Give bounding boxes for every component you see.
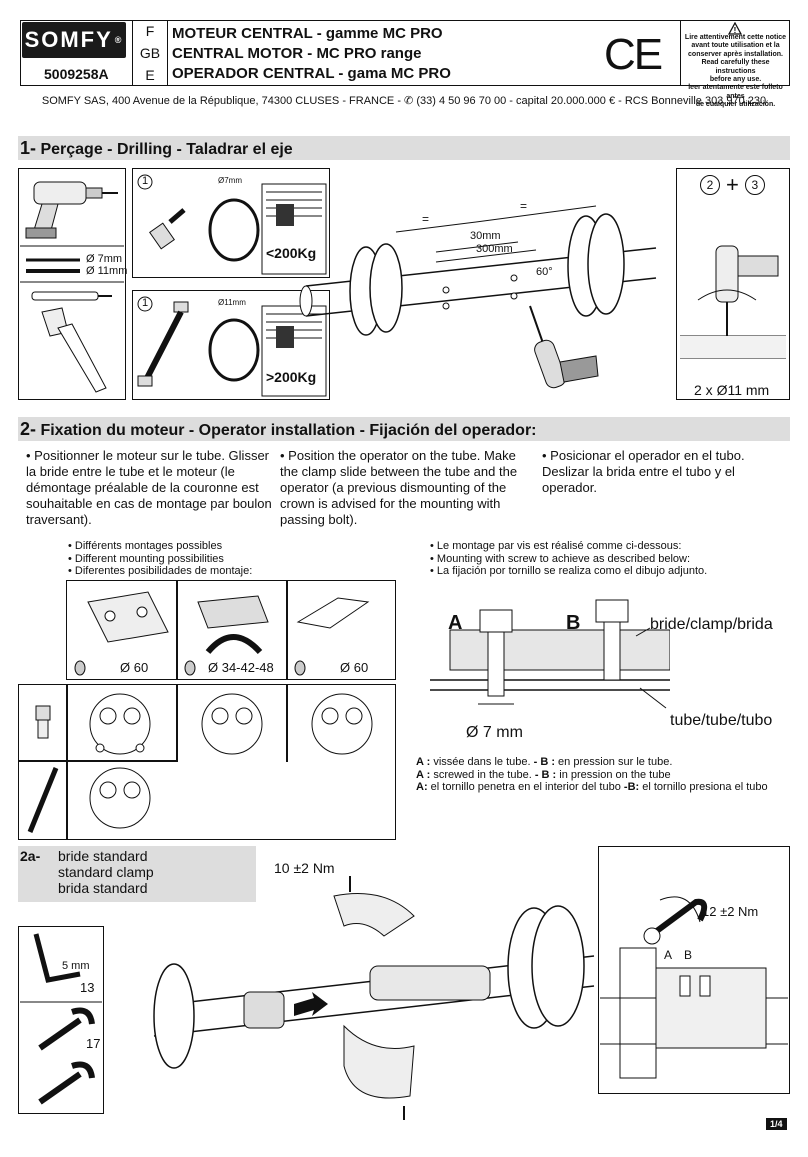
lower-clamp-panel — [132, 290, 330, 400]
screw-diameter: Ø 7 mm — [466, 724, 523, 741]
clamp-types-grid — [66, 580, 396, 680]
step-2-badge: 2 — [700, 175, 720, 195]
svg-text:!: ! — [734, 26, 737, 35]
section2a-heading — [18, 846, 256, 902]
bolt-ring-illustration — [137, 296, 327, 397]
ring-11mm-label: Ø11mm — [218, 298, 246, 307]
step-1-upper: 1 — [142, 175, 149, 187]
holes-panel — [676, 168, 790, 400]
title-en: CENTRAL MOTOR - MC PRO range — [172, 45, 422, 62]
load-over-200kg: >200Kg — [266, 369, 317, 385]
lang-e: E — [145, 67, 155, 83]
detail-label-a: A — [664, 948, 673, 962]
instruction-es: Posicionar el operador en el tubo. Desli… — [542, 448, 772, 496]
wrench-13: 13 — [80, 980, 95, 995]
label-b: B — [566, 612, 581, 634]
title-es: OPERADOR CENTRAL - gama MC PRO — [172, 65, 451, 82]
diameter-60-a: Ø 60 — [120, 660, 149, 675]
screw-notes: A : vissée dans le tube. - B : en pressi… — [416, 756, 796, 794]
equal-mark-left: = — [422, 212, 430, 226]
note-en: A : screwed in the tube. - B : in pressi… — [416, 768, 671, 781]
motor-mount-grid — [18, 684, 396, 840]
lang-f: F — [145, 23, 155, 39]
torque-12nm: 12 ±2 Nm — [702, 904, 759, 919]
dimension-300mm: 300mm — [476, 243, 513, 255]
tube-label: tube/tube/tubo — [670, 712, 773, 729]
clamp-types-illustration — [74, 591, 370, 676]
language-codes: F GB E — [132, 20, 168, 86]
section1-heading: 1- Perçage - Drilling - Taladrar el eje — [18, 136, 790, 160]
diameter-34-42-48: Ø 34-42-48 — [208, 660, 274, 675]
note-fr: A : vissée dans le tube. - B : en pressi… — [416, 756, 673, 768]
wrench-illustration — [20, 933, 102, 1105]
detail-panel — [598, 846, 790, 1094]
ring-7mm-label: Ø7mm — [218, 176, 242, 185]
note-es: A: el tornillo penetra en el interior de… — [416, 781, 768, 793]
instruction-fr: Positionner le moteur sur le tube. Gliss… — [26, 448, 272, 528]
plus-sign: + — [726, 172, 739, 197]
mount-options-list: Différents montages possibles Different … — [68, 540, 252, 578]
screw-ring-illustration — [137, 174, 327, 275]
screw-section-illustration — [430, 599, 670, 709]
tube-drilling-illustration — [299, 205, 657, 389]
equal-mark-right: = — [520, 199, 528, 213]
step-3-badge: 3 — [744, 175, 765, 195]
section2-heading: 2- Fixation du moteur - Operator install… — [18, 417, 790, 441]
label-a: A — [448, 612, 463, 634]
screw-mount-list: Le montage par vis est réalisé comme ci-… — [430, 540, 707, 578]
wrench-panel — [18, 926, 104, 1114]
document-code: 5009258A — [44, 66, 109, 82]
tools-illustration — [20, 181, 124, 393]
hex-key-size: 5 mm — [62, 960, 90, 972]
upper-clamp-panel — [132, 168, 330, 278]
torque-10nm: 10 ±2 Nm — [274, 860, 335, 876]
tools-panel — [18, 168, 126, 400]
page-number: 1/4 — [766, 1118, 787, 1130]
holes-label: 2 x Ø11 mm — [694, 382, 770, 398]
warning-icon: ! — [728, 22, 742, 35]
detail-label-b: B — [684, 948, 693, 962]
dimension-30mm: 30mm — [470, 230, 501, 242]
ce-mark: CE — [604, 30, 663, 79]
bit-11mm-label: Ø 11mm — [86, 265, 128, 277]
clamp-label: bride/clamp/brida — [650, 616, 773, 633]
bit-7mm-label: Ø 7mm — [86, 253, 123, 265]
motor-mount-illustration — [27, 693, 373, 833]
title-fr: MOTEUR CENTRAL - gamme MC PRO — [172, 25, 443, 42]
steps-2-3: 2 + 3 — [700, 172, 765, 198]
section2a-number: 2a- — [20, 848, 41, 864]
assembly-illustration — [153, 876, 595, 1120]
instruction-en: Position the operator on the tube. Make … — [280, 448, 532, 528]
load-under-200kg: <200Kg — [266, 245, 317, 261]
angle-60: 60° — [536, 266, 553, 278]
company-address: SOMFY SAS, 400 Avenue de la République, … — [41, 95, 767, 107]
step-1-lower: 1 — [142, 297, 149, 309]
diameter-60-b: Ø 60 — [340, 660, 369, 675]
bolt-detail-illustration — [600, 896, 788, 1079]
vertical-drill-illustration — [680, 245, 786, 359]
document-titles: MOTEUR CENTRAL - gamme MC PRO CENTRAL MO… — [172, 24, 512, 84]
somfy-logo: SOMFY® — [22, 22, 126, 58]
wrench-17: 17 — [86, 1036, 101, 1051]
header-frame — [20, 20, 790, 86]
lang-gb: GB — [139, 45, 161, 61]
